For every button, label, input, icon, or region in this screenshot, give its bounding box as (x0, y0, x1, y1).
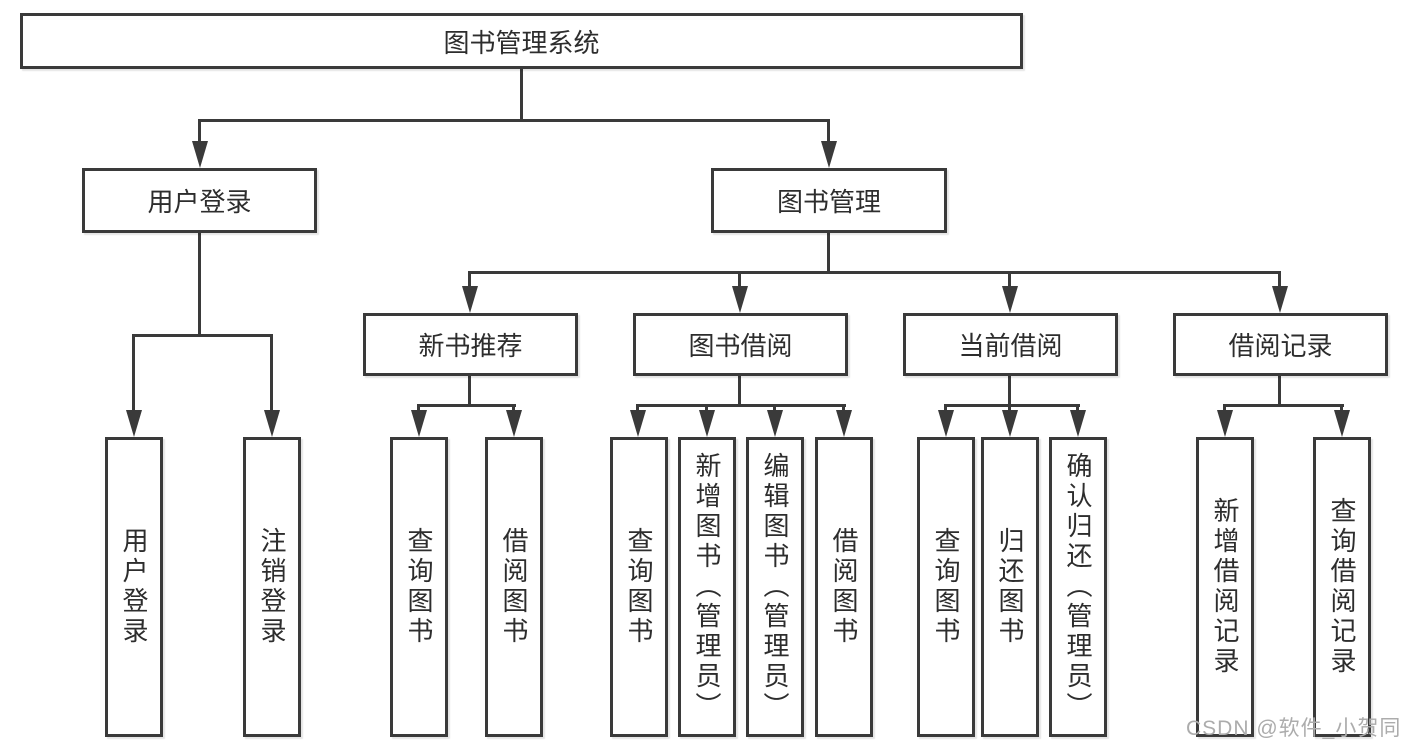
connector-line (132, 334, 135, 412)
connector-line (1278, 271, 1281, 289)
arrowhead-down-icon (836, 410, 852, 437)
connector-line (270, 334, 273, 412)
arrowhead-down-icon (1334, 410, 1350, 437)
node-new-book-recommendation: 新书推荐 (363, 313, 578, 376)
connector-line (468, 376, 471, 406)
leaf-borrow-books: 借阅图书 (815, 437, 873, 737)
connector-line (1340, 404, 1343, 414)
arrowhead-down-icon (1272, 286, 1288, 313)
leaf-confirm-return-admin: 确认归还（管理员） (1049, 437, 1107, 737)
connector-line (944, 404, 947, 414)
connector-line (520, 69, 523, 121)
node-book-borrowing: 图书借阅 (633, 313, 848, 376)
arrowhead-down-icon (821, 141, 837, 168)
arrowhead-down-icon (126, 410, 142, 437)
connector-line (944, 404, 1080, 407)
arrowhead-down-icon (264, 410, 280, 437)
leaf-query-borrow-record: 查询借阅记录 (1313, 437, 1371, 737)
connector-line (1008, 271, 1011, 289)
connector-line (773, 404, 776, 414)
leaf-borrow-books-recommend: 借阅图书 (485, 437, 543, 737)
connector-line (842, 404, 845, 414)
node-library-system: 图书管理系统 (20, 13, 1023, 69)
arrowhead-down-icon (506, 410, 522, 437)
arrowhead-down-icon (699, 410, 715, 437)
connector-line (468, 271, 1281, 274)
arrowhead-down-icon (767, 410, 783, 437)
leaf-query-books-current: 查询图书 (917, 437, 975, 737)
arrowhead-down-icon (732, 286, 748, 313)
arrowhead-down-icon (411, 410, 427, 437)
leaf-edit-book-admin: 编辑图书（管理员） (746, 437, 804, 737)
leaf-add-borrow-record: 新增借阅记录 (1196, 437, 1254, 737)
arrowhead-down-icon (1002, 410, 1018, 437)
connector-line (738, 271, 741, 289)
connector-line (132, 334, 273, 337)
connector-line (468, 271, 471, 289)
leaf-add-book-admin: 新增图书（管理员） (678, 437, 736, 737)
connector-line (636, 404, 639, 414)
node-user-login: 用户登录 (82, 168, 317, 233)
connector-line (1223, 404, 1344, 407)
connector-line (827, 233, 830, 273)
arrowhead-down-icon (1002, 286, 1018, 313)
connector-line (198, 119, 830, 122)
arrowhead-down-icon (1070, 410, 1086, 437)
connector-line (198, 119, 201, 144)
arrowhead-down-icon (462, 286, 478, 313)
node-book-management: 图书管理 (711, 168, 947, 233)
leaf-logout: 注销登录 (243, 437, 301, 737)
connector-line (417, 404, 420, 414)
arrowhead-down-icon (192, 141, 208, 168)
arrowhead-down-icon (938, 410, 954, 437)
node-current-borrowing: 当前借阅 (903, 313, 1118, 376)
arrowhead-down-icon (1217, 410, 1233, 437)
connector-line (512, 404, 515, 414)
connector-line (417, 404, 516, 407)
csdn-watermark: CSDN @软件_小贺同学 (1186, 717, 1402, 740)
connector-line (1223, 404, 1226, 414)
leaf-return-books: 归还图书 (981, 437, 1039, 737)
connector-line (827, 119, 830, 144)
node-borrowing-records: 借阅记录 (1173, 313, 1388, 376)
connector-line (738, 376, 741, 406)
connector-line (1008, 404, 1011, 414)
connector-line (1076, 404, 1079, 414)
leaf-user-login: 用户登录 (105, 437, 163, 737)
connector-line (1278, 376, 1281, 406)
leaf-query-books-borrow: 查询图书 (610, 437, 668, 737)
arrowhead-down-icon (630, 410, 646, 437)
connector-line (198, 233, 201, 336)
connector-line (1008, 376, 1011, 406)
connector-line (705, 404, 708, 414)
connector-line (636, 404, 846, 407)
leaf-query-books-recommend: 查询图书 (390, 437, 448, 737)
